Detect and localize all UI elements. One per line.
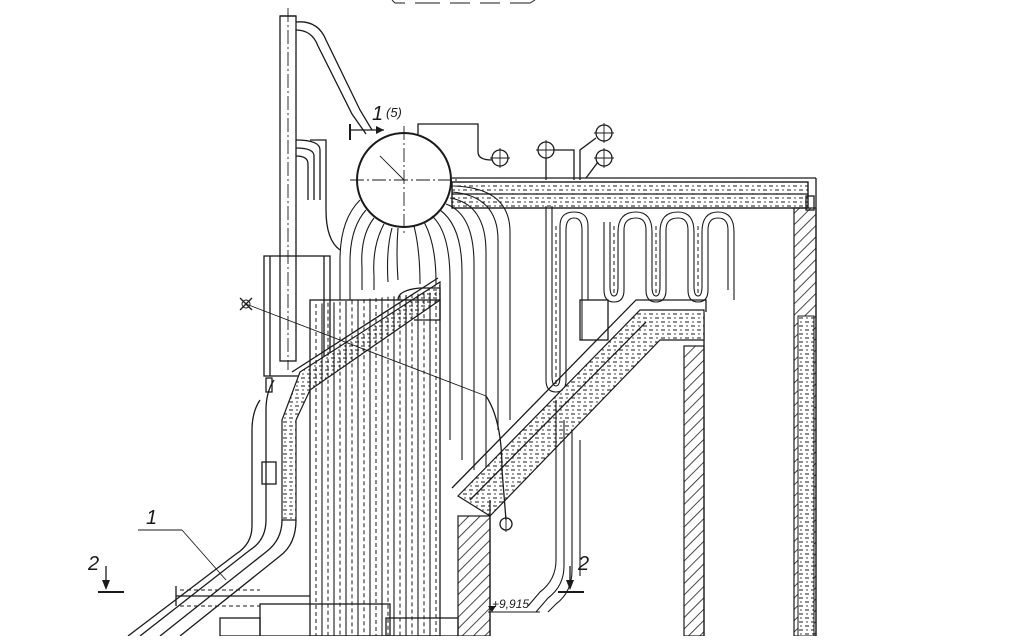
screen-tube-bundle	[309, 287, 441, 637]
furnace-slope-left	[127, 277, 441, 637]
leader-1-text: 1	[146, 507, 157, 529]
superheater-coils	[603, 211, 735, 303]
elevation-marker: +9,915	[488, 597, 540, 613]
outer-wall-right	[793, 207, 817, 637]
top-caption-remnant	[391, 0, 536, 4]
tube-bundle-from-drum	[339, 185, 511, 470]
riser-pipe	[279, 8, 373, 370]
elevation-text: +9,915	[492, 597, 529, 611]
valve-cluster	[536, 123, 614, 180]
rear-riser-tubes	[527, 400, 581, 613]
section-label-sub: (5)	[386, 105, 402, 120]
leader-label-1: 1	[138, 507, 227, 581]
furnace-base	[175, 586, 459, 637]
section-label-1: 1	[372, 103, 383, 125]
guide-line	[239, 297, 513, 532]
section-2-right-text: 2	[577, 553, 589, 575]
steam-drum	[350, 123, 510, 234]
section-marker-2-right: 2	[558, 553, 589, 593]
lower-column	[457, 500, 491, 637]
section-marker-2-left: 2	[87, 553, 124, 593]
inner-wall	[683, 314, 705, 637]
section-marker-1-5: 1 (5)	[349, 103, 402, 140]
roof-duct	[451, 177, 817, 636]
section-2-left-text: 2	[87, 553, 99, 575]
front-inclined-duct	[451, 299, 707, 517]
